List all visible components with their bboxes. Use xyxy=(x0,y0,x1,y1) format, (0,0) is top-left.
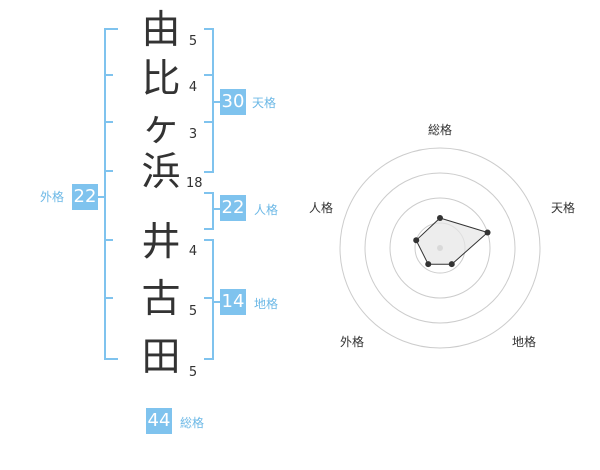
bracket-tick xyxy=(106,74,113,76)
radar-grid-ring xyxy=(389,197,491,299)
chikaku-label: 地格 xyxy=(254,297,279,311)
stroke-count-7: 5 xyxy=(188,365,198,380)
tenkaku-label: 天格 xyxy=(252,96,277,110)
stroke-count-5: 4 xyxy=(188,244,198,259)
radar-point-3 xyxy=(425,261,432,268)
fortune-radar-chart xyxy=(339,147,541,349)
radar-axis-label-gaikaku: 外格 xyxy=(340,335,365,349)
jinkaku-value-badge: 22 xyxy=(220,195,246,221)
radar-point-1 xyxy=(484,229,491,236)
bracket-tick xyxy=(106,121,113,123)
radar-point-2 xyxy=(448,261,455,268)
bracket-stem xyxy=(98,196,105,198)
stroke-count-6: 5 xyxy=(188,304,198,319)
jinkaku-bracket xyxy=(204,192,214,230)
radar-grid-ring xyxy=(339,147,541,349)
bracket-tick xyxy=(106,297,113,299)
chikaku-bracket xyxy=(204,239,214,360)
soukaku-value-badge: 44 xyxy=(146,408,172,434)
bracket-tick xyxy=(204,74,212,76)
bracket-tick xyxy=(204,297,212,299)
radar-axis-label-chikaku: 地格 xyxy=(512,335,537,349)
radar-point-0 xyxy=(437,215,443,221)
radar-axis-label-soukaku: 総格 xyxy=(428,123,453,137)
bracket-tick xyxy=(204,121,212,123)
gaikaku-bracket xyxy=(104,28,118,360)
stroke-count-2: 4 xyxy=(188,80,198,95)
radar-axis-label-jinkaku: 人格 xyxy=(309,201,334,215)
chikaku-value-badge: 14 xyxy=(220,289,246,315)
name-kanji-2: 比 xyxy=(141,57,181,102)
bracket-stem xyxy=(214,301,220,303)
name-kanji-3: ヶ xyxy=(141,105,181,150)
tenkaku-bracket xyxy=(204,28,214,173)
radar-point-4 xyxy=(413,237,420,244)
stroke-count-1: 5 xyxy=(188,34,198,49)
bracket-stem xyxy=(214,208,220,210)
bracket-stem xyxy=(214,101,220,103)
jinkaku-label: 人格 xyxy=(254,203,279,217)
bracket-tick xyxy=(106,239,113,241)
stroke-count-4: 18 xyxy=(186,176,203,191)
radar-value-polygon xyxy=(415,217,489,265)
name-kanji-5: 井 xyxy=(141,220,181,265)
name-kanji-4: 浜 xyxy=(141,150,181,195)
tenkaku-value-badge: 30 xyxy=(220,89,246,115)
soukaku-label: 総格 xyxy=(180,416,205,430)
gaikaku-value-badge: 22 xyxy=(72,184,98,210)
bracket-tick xyxy=(106,170,113,172)
radar-grid-ring xyxy=(364,172,516,324)
name-kanji-7: 田 xyxy=(141,335,181,380)
name-kanji-6: 古 xyxy=(141,277,181,322)
name-kanji-1: 由 xyxy=(141,8,181,53)
gaikaku-label: 外格 xyxy=(40,190,65,204)
stroke-count-3: 3 xyxy=(188,127,198,142)
radar-axis-label-tenkaku: 天格 xyxy=(551,201,576,215)
